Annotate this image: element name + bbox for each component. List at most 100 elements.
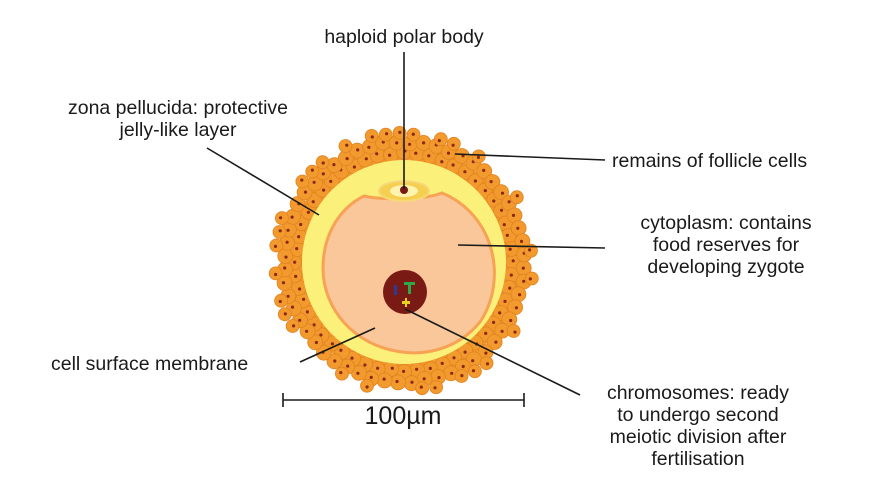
label-membrane: cell surface membrane [51, 353, 249, 375]
follicle-cell-nucleus [310, 168, 314, 172]
follicle-cell-nucleus [278, 299, 282, 304]
follicle-cell-nucleus [274, 272, 278, 277]
follicle-cell-nucleus [463, 350, 467, 354]
follicle-cell-nucleus [428, 366, 432, 370]
follicle-cell-nucleus [402, 369, 406, 373]
follicle-cell-nucleus [332, 163, 336, 167]
follicle-cell-nucleus [285, 240, 289, 244]
follicle-cell-nucleus [514, 306, 519, 310]
follicle-cell-nucleus [376, 366, 380, 370]
follicle-cell-nucleus [346, 364, 350, 368]
follicle-cell-nucleus [502, 223, 506, 227]
follicle-cell-nucleus [485, 362, 490, 366]
follicle-cell-nucleus [422, 377, 426, 381]
follicle-cell-nucleus [460, 374, 464, 378]
follicle-cell-nucleus [518, 293, 522, 297]
follicle-cell-nucleus [427, 154, 431, 158]
follicle-cell-nucleus [305, 329, 309, 333]
follicle-cell-nucleus [483, 189, 487, 193]
follicle-cell-nucleus [370, 135, 374, 139]
follicle-cell-nucleus [411, 132, 415, 136]
follicle-cell-nucleus [446, 151, 451, 155]
follicle-cell-nucleus [451, 163, 455, 167]
follicle-cell-nucleus [390, 366, 394, 370]
follicle-cell-nucleus [281, 281, 286, 285]
follicle-cell-nucleus [305, 310, 309, 314]
follicle-cell-nucleus [471, 359, 475, 363]
follicle-cell-nucleus [330, 342, 334, 346]
follicle-cell-nucleus [321, 161, 325, 165]
follicle-cell-nucleus [521, 266, 525, 270]
follicle-cell-nucleus [498, 311, 502, 315]
follicle-cell-nucleus [508, 286, 512, 290]
follicle-cell-nucleus [422, 141, 426, 145]
follicle-cell-nucleus [382, 377, 386, 381]
follicle-cell-nucleus [451, 143, 455, 147]
follicle-cell-nucleus [350, 356, 354, 360]
follicle-cell-nucleus [283, 266, 287, 270]
follicle-cell-nucleus [319, 333, 323, 337]
follicle-cell-nucleus [528, 277, 532, 281]
follicle-cell-nucleus [283, 312, 287, 316]
leader-cytoplasm [457, 244, 606, 249]
follicle-cell [433, 132, 448, 147]
follicle-cell-nucleus [363, 363, 367, 367]
follicle-cell-nucleus [297, 235, 301, 239]
follicle-cell-nucleus [385, 132, 389, 136]
follicle-cell-nucleus [345, 157, 349, 161]
follicle-cell-nucleus [306, 210, 310, 214]
leader-lines [206, 52, 606, 396]
follicle-cell-nucleus [522, 279, 526, 283]
follicle-cell-nucleus [279, 216, 283, 220]
follicle-cell-nucleus [293, 260, 297, 264]
follicle-cell-nucleus [492, 320, 496, 324]
follicle-cell-nucleus [395, 379, 399, 384]
follicle-cell-nucleus [312, 323, 316, 327]
follicle-cell-nucleus [299, 222, 303, 227]
follicle-cell-nucleus [503, 299, 507, 303]
follicle-cell-nucleus [298, 287, 302, 291]
follicle-cell-nucleus [437, 139, 441, 143]
follicle-cell-nucleus [278, 229, 282, 233]
leader-follicle-cells [454, 153, 606, 161]
follicle-cell-nucleus [511, 259, 515, 263]
follicle-cell-nucleus [505, 233, 509, 237]
follicle-cell-nucleus [461, 364, 465, 369]
label-cytoplasm: cytoplasm: contains food reserves for de… [640, 212, 812, 278]
follicle-cell-nucleus [290, 305, 295, 309]
follicle-cell-nucleus [414, 151, 418, 155]
follicle-cell-nucleus [471, 369, 476, 373]
follicle-cell-nucleus [482, 168, 486, 172]
follicle-cell-nucleus [294, 274, 298, 278]
polar-body-nucleus [400, 186, 408, 194]
follicle-cell-nucleus [492, 199, 496, 203]
follicle-cell-nucleus [509, 318, 513, 323]
follicle-cell-nucleus [311, 200, 315, 204]
follicle-cell-nucleus [286, 294, 290, 298]
scale-bar-label: 100µm [364, 402, 442, 430]
follicle-cell-nucleus [511, 213, 516, 217]
follicle-cell-nucleus [286, 228, 290, 232]
follicle-cell-nucleus [513, 330, 517, 334]
follicle-cell-nucleus [415, 367, 419, 371]
follicle-cell-nucleus [484, 331, 488, 335]
follicle-cell-nucleus [473, 179, 477, 183]
follicle-cell-nucleus [290, 215, 294, 219]
follicle-cell-nucleus [356, 148, 360, 152]
follicle-cell [493, 184, 510, 201]
follicle-cell-nucleus [419, 385, 423, 389]
label-zona-pellucida: zona pellucida: protective jelly-like la… [67, 97, 289, 141]
follicle-cell-nucleus [303, 190, 308, 194]
follicle-cell-nucleus [356, 371, 360, 375]
follicle-cell-nucleus [345, 143, 349, 147]
follicle-cell-nucleus [500, 191, 505, 195]
label-follicle-cells: remains of follicle cells [612, 150, 808, 172]
follicle-cell-nucleus [515, 194, 519, 198]
follicle-cell-nucleus [298, 318, 302, 322]
follicle-cell-nucleus [499, 208, 504, 212]
follicle-cell-nucleus [433, 386, 437, 390]
label-polar-body: haploid polar body [324, 26, 484, 48]
follicle-cell-nucleus [367, 145, 371, 149]
follicle-cell-nucleus [528, 248, 532, 252]
